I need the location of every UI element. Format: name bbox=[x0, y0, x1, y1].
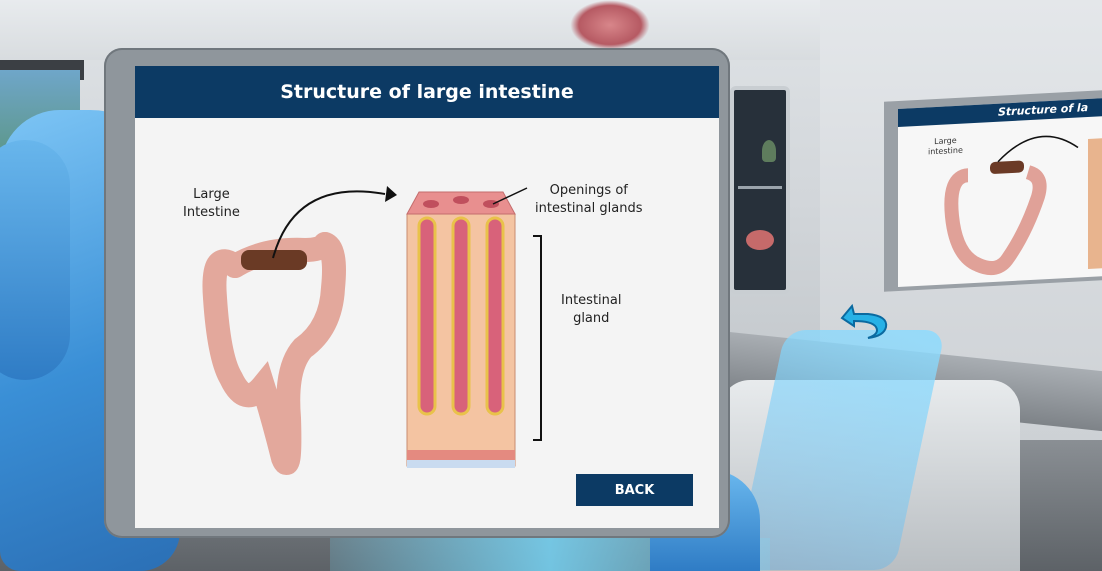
gland-opening bbox=[483, 200, 499, 208]
arrow-head bbox=[385, 186, 397, 202]
shelf-board bbox=[738, 186, 782, 189]
intestine-illustration bbox=[135, 118, 719, 518]
rotate-icon[interactable] bbox=[838, 296, 894, 346]
background-screen-illustration bbox=[898, 98, 1102, 287]
gland-tube bbox=[419, 218, 435, 414]
gland-tube bbox=[487, 218, 503, 414]
background-screen-panel: Structure of la Large intestine bbox=[898, 98, 1102, 287]
anatomy-model bbox=[570, 0, 650, 50]
plant-object bbox=[762, 140, 776, 162]
tablet-frame: Structure of large intestine Large Intes… bbox=[104, 48, 730, 538]
left-glove-thumb bbox=[0, 140, 70, 380]
mini-tissue bbox=[1088, 138, 1102, 269]
background-screen: Structure of la Large intestine bbox=[884, 90, 1102, 291]
gland-opening bbox=[423, 200, 439, 208]
gland-bracket bbox=[533, 236, 541, 440]
muscle-layer bbox=[407, 450, 515, 460]
gland-opening bbox=[453, 196, 469, 204]
mini-colon-highlight bbox=[990, 160, 1024, 174]
panel-header: Structure of large intestine bbox=[135, 66, 719, 118]
panel-title: Structure of large intestine bbox=[280, 81, 573, 103]
back-button[interactable]: BACK bbox=[576, 474, 693, 506]
gland-tube bbox=[453, 218, 469, 414]
info-panel: Structure of large intestine Large Intes… bbox=[135, 66, 719, 528]
submucosa-layer bbox=[407, 460, 515, 468]
brain-model bbox=[746, 230, 774, 250]
mini-colon bbox=[951, 172, 1039, 271]
display-shelf bbox=[730, 86, 790, 294]
mini-arrow bbox=[998, 135, 1078, 162]
